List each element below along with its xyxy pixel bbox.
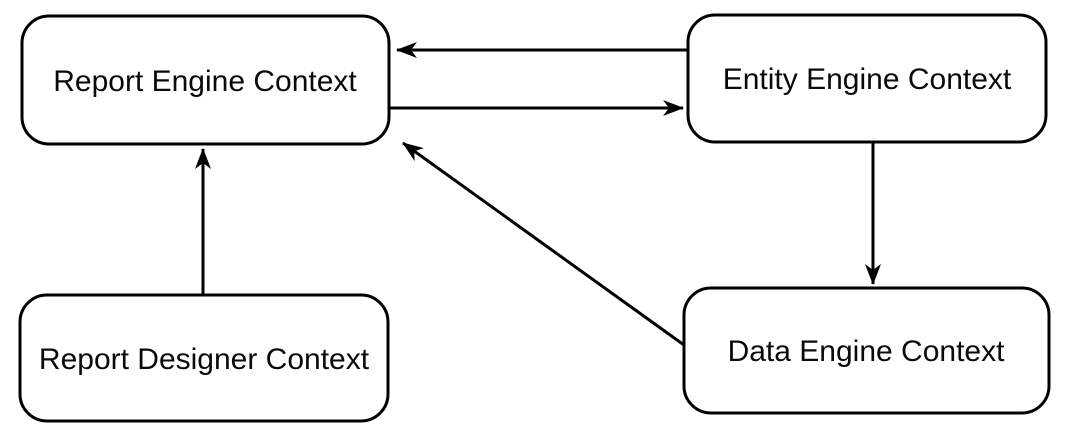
node-report-designer-context: Report Designer Context: [18, 293, 390, 423]
node-report-engine-label: Report Engine Context: [53, 65, 357, 98]
node-report-engine-context: Report Engine Context: [20, 14, 391, 146]
node-data-engine-context: Data Engine Context: [682, 286, 1051, 415]
node-report-engine-box: [20, 14, 391, 146]
node-report-designer-label: Report Designer Context: [39, 343, 370, 376]
node-entity-engine-context: Entity Engine Context: [686, 13, 1048, 144]
node-entity-engine-label: Entity Engine Context: [723, 63, 1012, 96]
arrow-data-engine-to-report-engine: [402, 141, 685, 347]
node-data-engine-label: Data Engine Context: [728, 335, 1006, 368]
node-data-engine-box: [682, 286, 1051, 415]
node-entity-engine-box: [686, 13, 1048, 144]
node-report-designer-box: [18, 293, 390, 423]
